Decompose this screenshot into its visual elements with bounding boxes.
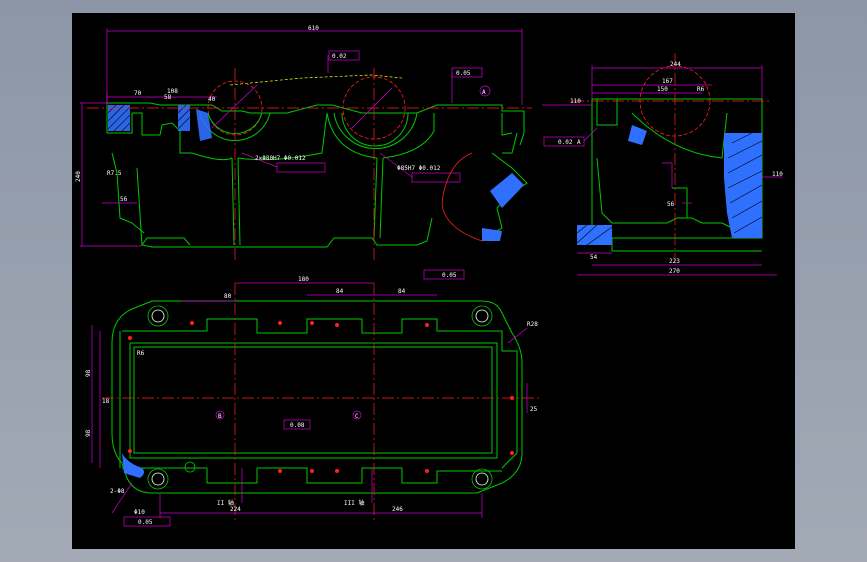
plan-dim-bottom-right: 246	[392, 506, 403, 513]
side-dim-d2: 150	[657, 86, 668, 93]
side-dim-r: R6	[697, 86, 705, 93]
dim-left-edge: 70	[134, 90, 142, 97]
side-dim-left: 110	[570, 98, 581, 105]
dim-left-lower: 56	[120, 196, 128, 203]
plan-dim-right-v: 25	[530, 406, 538, 413]
plan-dim-right: 84	[398, 288, 406, 295]
plan-hole-note: 2-Φ8	[110, 488, 125, 495]
plan-hole-note-2: Φ10	[134, 509, 145, 516]
side-view: 244 167 150 R6 110 110 56 223 270 54 0.0…	[542, 53, 783, 276]
datum-a-label: A	[482, 89, 486, 96]
plan-dim-mid: 84	[336, 288, 344, 295]
plan-dim-bottom-left: 224	[230, 506, 241, 513]
section-label-3: III 轴	[344, 499, 364, 507]
side-dim-top: 244	[670, 61, 681, 68]
plan-dim-top-span: 180	[298, 276, 309, 283]
tol-top: 0.02	[332, 53, 347, 60]
side-dim-right: 110	[772, 171, 783, 178]
plan-dim-left-h2: 98	[85, 429, 92, 437]
dim-overall-width: 610	[308, 25, 319, 32]
side-dim-bottom1: 56	[667, 201, 675, 208]
tol-flatness: 0.05	[456, 70, 471, 77]
plan-tol-note: 0.05	[138, 519, 153, 526]
dim-d1: 108	[167, 88, 178, 95]
side-datum: A	[577, 139, 581, 146]
plan-view: 180 80 84 84 98 98 18 R28 25 224 246 R6 …	[85, 269, 542, 527]
front-view: 610 70 108 58 40 240 R7.5 56 0.02 0.05 A…	[75, 25, 532, 263]
plan-datum-c: C	[355, 413, 359, 420]
plan-tolerance-top: 0.05	[442, 272, 457, 279]
dim-d3: 40	[208, 96, 216, 103]
side-tolerance: 0.02	[558, 139, 573, 146]
plan-dim-hole-r: R28	[527, 321, 538, 328]
side-dim-d1: 167	[662, 78, 673, 85]
cad-drawing[interactable]: 610 70 108 58 40 240 R7.5 56 0.02 0.05 A…	[72, 13, 795, 549]
plan-dim-left-small: 18	[102, 398, 110, 405]
detail-view	[441, 152, 528, 242]
dim-left-small: R7.5	[107, 170, 122, 177]
plan-dim-left-inner: 80	[224, 293, 232, 300]
plan-datum-b: B	[218, 413, 222, 420]
plan-parallel: 0.08	[290, 422, 305, 429]
plan-dim-left-h1: 98	[85, 369, 92, 377]
dim-height: 240	[75, 171, 82, 182]
side-dim-bottom2: 223	[669, 258, 680, 265]
plan-dim-r-left: R6	[137, 350, 145, 357]
dim-d2: 58	[164, 94, 172, 101]
bore-note-1: 2×Φ80H7 Φ0.012	[255, 155, 306, 162]
side-dim-bottom3: 270	[669, 268, 680, 275]
section-label-2: II 轴	[217, 499, 234, 507]
bore-note-2: Φ85H7 Φ0.012	[397, 165, 441, 172]
cad-viewport[interactable]: 610 70 108 58 40 240 R7.5 56 0.02 0.05 A…	[72, 13, 795, 549]
side-dim-small: 54	[590, 254, 598, 261]
